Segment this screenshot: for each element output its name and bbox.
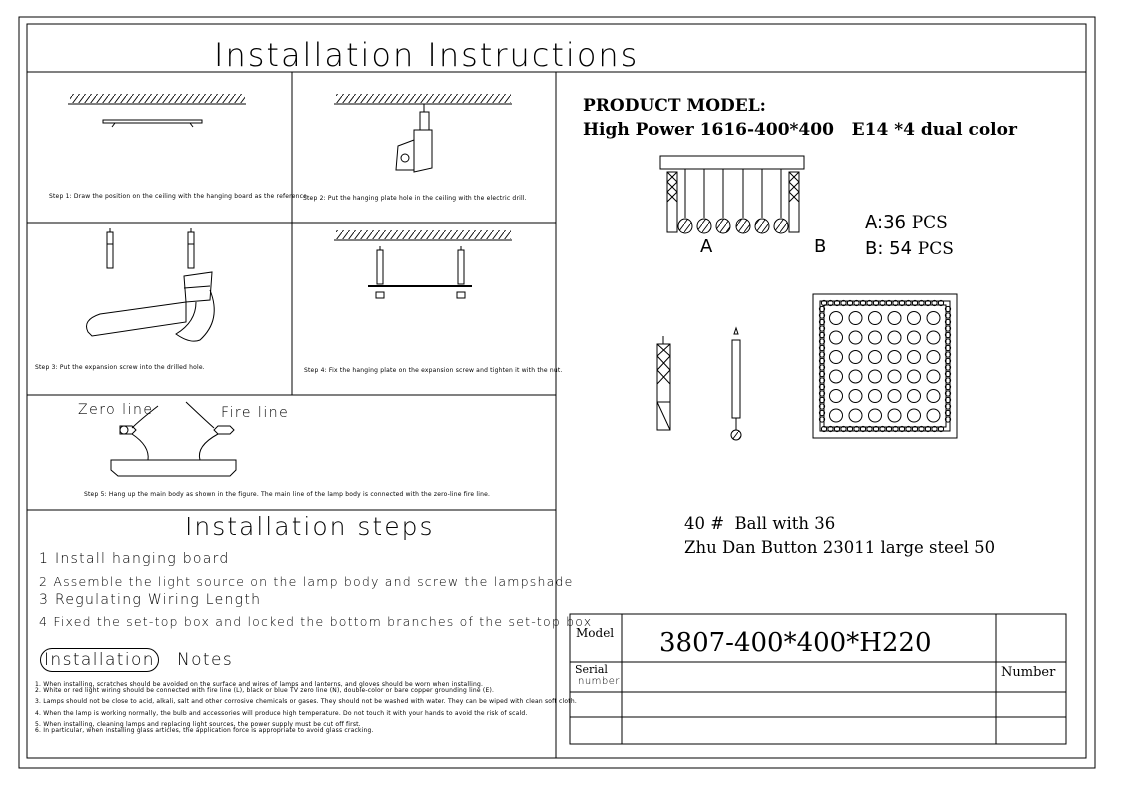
product-model-label: PRODUCT MODEL: [583, 96, 766, 116]
step3-caption: Step 3: Put the expansion screw into the… [35, 364, 205, 371]
note-4: 4. When the lamp is working normally, th… [35, 710, 528, 717]
fire-line-label: Fire line [221, 405, 290, 421]
step3-drawing [86, 228, 215, 342]
button-spec: Zhu Dan Button 23011 large steel 50 [684, 538, 996, 557]
label-b: B [814, 236, 827, 257]
note-3: 3. Lamps should not be close to acid, al… [35, 698, 577, 705]
part-b-drawing [730, 326, 742, 441]
count-a-letter: A [865, 212, 877, 233]
count-a-value: :36 [877, 212, 906, 233]
count-b-unit: PCS [917, 239, 954, 259]
install-step-1: 1 Install hanging board [39, 551, 230, 567]
number-label-overlap: number [578, 676, 621, 687]
zero-line-label: Zero line [78, 402, 154, 418]
count-a: A:36 PCS [865, 212, 948, 233]
note-2: 2. White or red light wiring should be c… [35, 687, 495, 694]
count-b: B: 54 PCS [865, 238, 954, 259]
step4-caption: Step 4: Fix the hanging plate on the exp… [304, 367, 563, 374]
step4-drawing [334, 230, 512, 299]
notes-heading-boxed: Installation [40, 648, 159, 672]
step1-drawing [68, 94, 246, 128]
note-5: 5. When installing, cleaning lamps and r… [35, 721, 361, 728]
note-1: 1. When installing, scratches should be … [35, 681, 484, 688]
count-a-unit: PCS [911, 213, 948, 233]
chandelier-elevation [659, 155, 805, 234]
number-label: Number [1001, 665, 1056, 680]
step2-drawing [334, 94, 512, 173]
part-a-drawing [656, 336, 671, 431]
serial-label: Serial [575, 663, 608, 676]
step5-caption: Step 5: Hang up the main body as shown i… [84, 491, 491, 498]
step2-caption: Step 2: Put the hanging plate hole in th… [303, 195, 527, 202]
count-b-value: : 54 [877, 238, 913, 259]
step5-drawing [110, 401, 237, 477]
model-value: 3807-400*400*H220 [659, 628, 932, 658]
install-step-4: 4 Fixed the set-top box and locked the b… [39, 614, 593, 629]
model-label: Model [576, 626, 615, 640]
label-a: A [700, 236, 713, 257]
ball-spec: 40 # Ball with 36 [684, 514, 836, 533]
notes-heading: Notes [177, 650, 234, 670]
top-view-drawing [812, 293, 958, 439]
note-6: 6. In particular, when installing glass … [35, 727, 374, 734]
count-b-letter: B [865, 238, 878, 259]
page-title: Installation Instructions [214, 36, 640, 74]
install-step-3: 3 Regulating Wiring Length [39, 592, 262, 608]
step1-caption: Step 1: Draw the position on the ceiling… [49, 193, 310, 200]
product-model-line: High Power 1616-400*400 E14 *4 dual colo… [583, 120, 1017, 140]
install-step-2: 2 Assemble the light source on the lamp … [39, 574, 574, 589]
installation-steps-heading: Installation steps [185, 512, 435, 541]
